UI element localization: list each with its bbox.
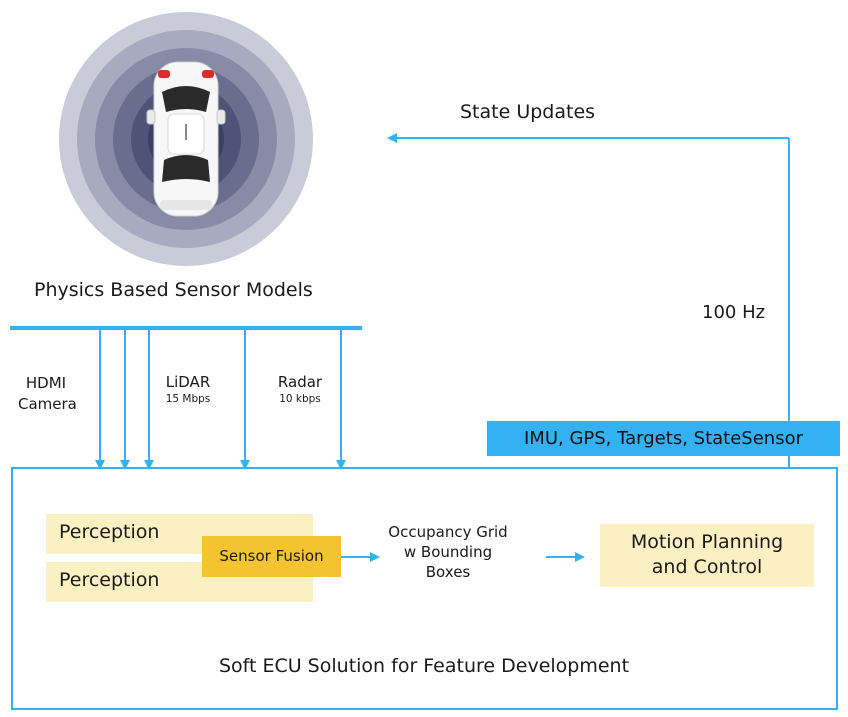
state-sensor-box: IMU, GPS, Targets, StateSensor <box>487 421 840 456</box>
update-rate-label: 100 Hz <box>702 302 766 323</box>
lidar-rate: 15 Mbps <box>165 393 211 405</box>
lidar-signal: LiDAR 15 Mbps <box>158 373 218 406</box>
state-updates-label: State Updates <box>460 101 596 123</box>
sensor-models-title: Physics Based Sensor Models <box>34 279 313 301</box>
radar-label: Radar <box>277 373 323 391</box>
car-top-view-icon <box>146 61 226 217</box>
soft-ecu-container <box>11 467 838 710</box>
soft-ecu-label: Soft ECU Solution for Feature Developmen… <box>218 655 630 677</box>
radar-rate: 10 kbps <box>279 393 321 405</box>
sensor-fusion-block: Sensor Fusion <box>202 536 341 577</box>
lidar-label: LiDAR <box>165 373 211 391</box>
radar-signal: Radar 10 kbps <box>268 373 332 406</box>
